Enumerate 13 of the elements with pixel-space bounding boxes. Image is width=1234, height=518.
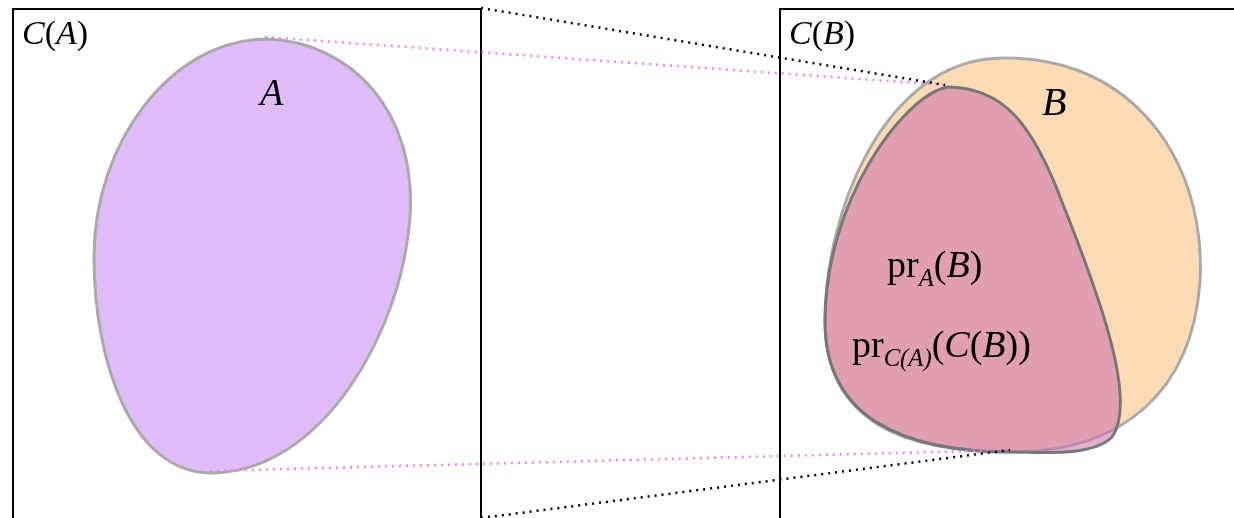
set-region: [92, 39, 412, 474]
math-label: A: [260, 73, 284, 111]
projection-line: [209, 448, 1011, 473]
set-frame: [12, 8, 482, 518]
projection-line: [480, 448, 1011, 518]
set-frame: [779, 8, 1234, 518]
math-label: B: [1042, 82, 1067, 122]
math-label: C(A): [22, 16, 89, 50]
projection-line: [480, 6, 946, 87]
math-label: C(B): [789, 16, 856, 50]
projection-line: [264, 35, 946, 87]
math-label: pr$_{A}$(B): [887, 245, 983, 291]
math-label: pr$_{C(A)}$(C(B)): [852, 325, 1031, 371]
